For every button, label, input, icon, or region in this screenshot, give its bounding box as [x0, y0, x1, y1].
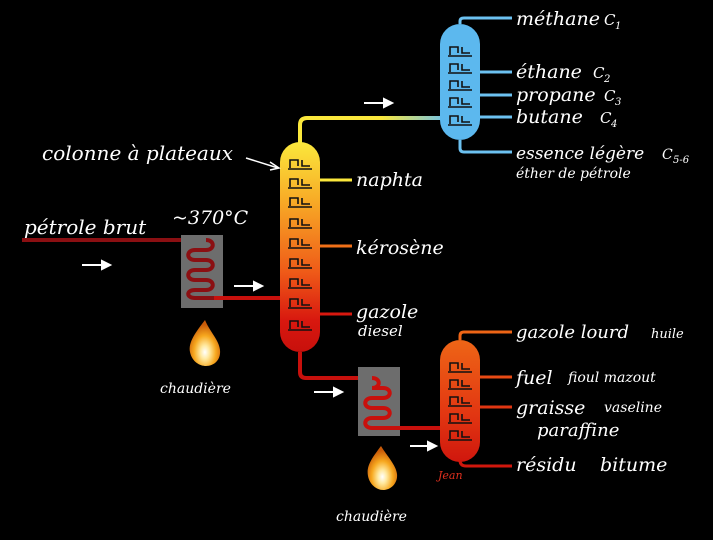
light-column [440, 24, 480, 140]
furnace-1-coil [186, 238, 215, 300]
formula-essence-sub: 5-6 [673, 155, 690, 166]
output-butane: butane [516, 106, 583, 128]
formula-butane-sub: 4 [610, 119, 617, 130]
flow-arrow-icon [364, 97, 395, 109]
temperature-label: ~370°C [172, 207, 249, 229]
furnace-1-label: chaudière [160, 381, 231, 397]
formula-methane: C [604, 11, 616, 29]
formula-essence: C [662, 147, 673, 163]
output-residu: résidu [516, 454, 577, 476]
output-fuel-note: fioul mazout [567, 370, 656, 386]
output-propane: propane [516, 84, 596, 106]
furnace-2-coil [363, 376, 440, 430]
output-naphta: naphta [356, 169, 423, 191]
output-methane: méthane [516, 8, 600, 30]
output-essence-note: éther de pétrole [516, 166, 631, 182]
output-gazole-note: diesel [358, 322, 403, 340]
formula-methane-sub: 1 [615, 21, 621, 32]
flame-icon [367, 446, 398, 490]
formula-butane: C [600, 109, 612, 127]
output-essence: essence légère [516, 144, 644, 164]
formula-ethane: C [593, 64, 605, 82]
main-column [280, 142, 320, 352]
output-paraffine: paraffine [537, 420, 619, 441]
column-pointer [245, 157, 279, 169]
flow-arrow-icon [410, 440, 439, 452]
output-graisse-note: vaseline [604, 400, 662, 416]
output-residu-note: bitume [600, 454, 667, 476]
output-gazole-lourd-note: huile [651, 327, 684, 342]
vapor-pipe [298, 116, 448, 148]
output-graisse: graisse [516, 397, 585, 419]
output-gazole: gazole [356, 301, 418, 323]
heavy-column [440, 340, 480, 462]
signature: Jean [436, 469, 463, 482]
crude-label: pétrole brut [24, 215, 147, 239]
furnace-2-label: chaudière [336, 509, 407, 525]
flow-arrow-icon [314, 386, 345, 398]
output-fuel: fuel [514, 367, 553, 389]
output-kerosene: kérosène [356, 237, 444, 259]
output-gazole-lourd: gazole lourd [516, 322, 629, 343]
flame-icon [189, 320, 221, 366]
formula-propane-sub: 3 [615, 97, 621, 108]
flow-arrow-icon [234, 280, 265, 292]
output-ethane: éthane [516, 61, 582, 83]
formula-ethane-sub: 2 [603, 74, 610, 85]
column-label: colonne à plateaux [42, 141, 233, 165]
flow-arrow-icon [82, 259, 113, 271]
formula-propane: C [604, 87, 616, 105]
